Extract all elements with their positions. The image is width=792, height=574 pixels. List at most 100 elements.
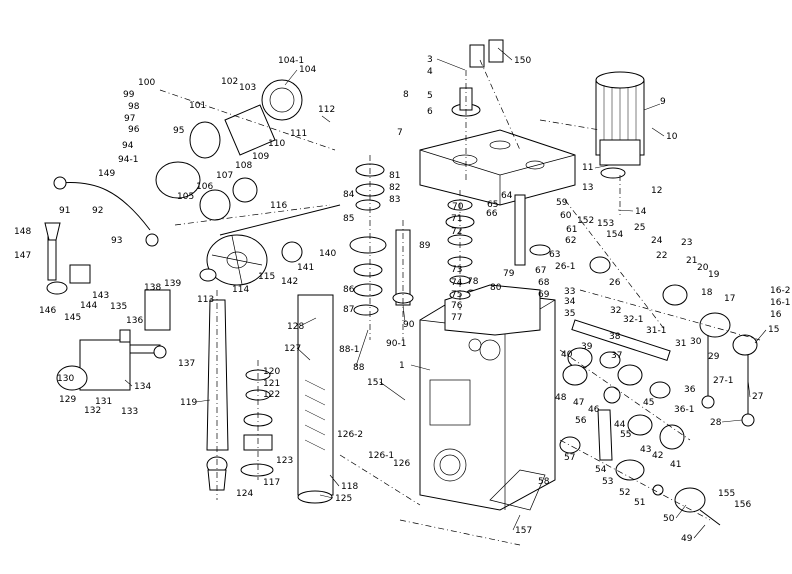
part-label-34: 34	[564, 297, 576, 307]
part-label-71: 71	[451, 214, 462, 224]
part-label-107: 107	[216, 171, 233, 181]
part-label-42: 42	[652, 451, 663, 461]
part-label-68: 68	[538, 278, 550, 288]
part-label-119: 119	[180, 398, 197, 408]
part-label-64: 64	[501, 191, 513, 201]
part-label-60: 60	[560, 211, 572, 221]
part-label-30: 30	[690, 337, 702, 347]
part-label-104: 104	[299, 65, 316, 75]
part-label-132: 132	[84, 406, 101, 416]
part-label-29: 29	[708, 352, 720, 362]
part-label-151: 151	[367, 378, 384, 388]
part-label-81: 81	[389, 171, 400, 181]
part-label-9: 9	[660, 97, 666, 107]
part-label-10: 10	[666, 132, 678, 142]
part-label-133: 133	[121, 407, 138, 417]
quill-and-spindle	[206, 294, 334, 504]
part-label-15: 15	[768, 325, 779, 335]
part-label-139: 139	[164, 279, 181, 289]
part-label-141: 141	[297, 263, 314, 273]
part-label-36: 36	[684, 385, 696, 395]
part-label-8: 8	[403, 90, 409, 100]
part-label-82: 82	[389, 183, 400, 193]
part-label-40: 40	[561, 350, 573, 360]
leader-line-134	[124, 379, 133, 387]
part-label-65: 65	[487, 200, 498, 210]
part-label-127: 127	[284, 344, 301, 354]
part-label-100: 100	[138, 78, 155, 88]
part-label-89: 89	[419, 241, 431, 251]
part-number-labels: 134567891011121314151616-116-21718192021…	[14, 47, 790, 544]
part-label-97: 97	[124, 114, 135, 124]
part-label-32: 32	[610, 306, 621, 316]
part-label-67: 67	[535, 266, 546, 276]
part-label-83: 83	[389, 195, 400, 205]
part-label-31: 31	[675, 339, 686, 349]
part-label-13: 13	[582, 183, 593, 193]
leader-line-119	[195, 399, 211, 403]
part-label-32-1: 32-1	[623, 315, 643, 325]
part-label-105: 105	[177, 192, 194, 202]
part-label-117: 117	[263, 478, 280, 488]
part-label-148: 148	[14, 227, 31, 237]
part-label-152: 152	[577, 216, 594, 226]
part-label-19: 19	[708, 270, 720, 280]
leader-line-125	[319, 494, 334, 499]
main-column-body	[419, 284, 556, 511]
part-label-22: 22	[656, 251, 667, 261]
leader-line-150	[497, 47, 513, 61]
part-label-18: 18	[701, 288, 713, 298]
part-label-121: 121	[263, 379, 280, 389]
part-label-147: 147	[14, 251, 31, 261]
part-label-49: 49	[681, 534, 693, 544]
part-label-149: 149	[98, 169, 115, 179]
part-label-131: 131	[95, 397, 112, 407]
part-label-16-1: 16-1	[770, 298, 790, 308]
part-label-88-1: 88-1	[339, 345, 359, 355]
part-label-6: 6	[427, 107, 433, 117]
part-label-115: 115	[258, 272, 275, 282]
part-label-90-1: 90-1	[386, 339, 406, 349]
part-label-146: 146	[39, 306, 56, 316]
part-label-99: 99	[123, 90, 135, 100]
leader-line-50	[675, 504, 687, 519]
part-label-63: 63	[549, 250, 560, 260]
part-label-80: 80	[490, 283, 502, 293]
part-label-142: 142	[281, 277, 298, 287]
leader-line-88	[355, 329, 369, 367]
part-label-54: 54	[595, 465, 607, 475]
part-label-136: 136	[126, 316, 143, 326]
part-label-109: 109	[252, 152, 269, 162]
part-label-94: 94	[122, 141, 134, 151]
part-label-58: 58	[538, 477, 550, 487]
part-label-84: 84	[343, 190, 355, 200]
part-label-24: 24	[651, 236, 663, 246]
part-label-150: 150	[514, 56, 531, 66]
part-label-138: 138	[144, 283, 161, 293]
part-label-56: 56	[575, 416, 587, 426]
leader-line-11	[594, 164, 611, 169]
part-label-41: 41	[670, 460, 681, 470]
part-label-75: 75	[451, 290, 462, 300]
leader-line-127	[296, 347, 311, 361]
part-label-1: 1	[399, 361, 405, 371]
part-label-74: 74	[451, 278, 463, 288]
part-label-3: 3	[427, 55, 433, 65]
part-label-50: 50	[663, 514, 675, 524]
leader-line-118	[329, 474, 340, 487]
part-label-4: 4	[427, 67, 433, 77]
part-label-96: 96	[128, 125, 140, 135]
leader-line-28	[721, 419, 743, 423]
part-label-144: 144	[80, 301, 97, 311]
part-label-125: 125	[335, 494, 352, 504]
part-label-98: 98	[128, 102, 140, 112]
part-label-55: 55	[620, 430, 631, 440]
part-label-114: 114	[232, 285, 249, 295]
part-label-91: 91	[59, 206, 70, 216]
part-label-134: 134	[134, 382, 151, 392]
part-label-66: 66	[486, 209, 498, 219]
leader-line-112	[321, 115, 331, 123]
part-label-37: 37	[611, 351, 622, 361]
leader-line-151	[379, 381, 406, 401]
